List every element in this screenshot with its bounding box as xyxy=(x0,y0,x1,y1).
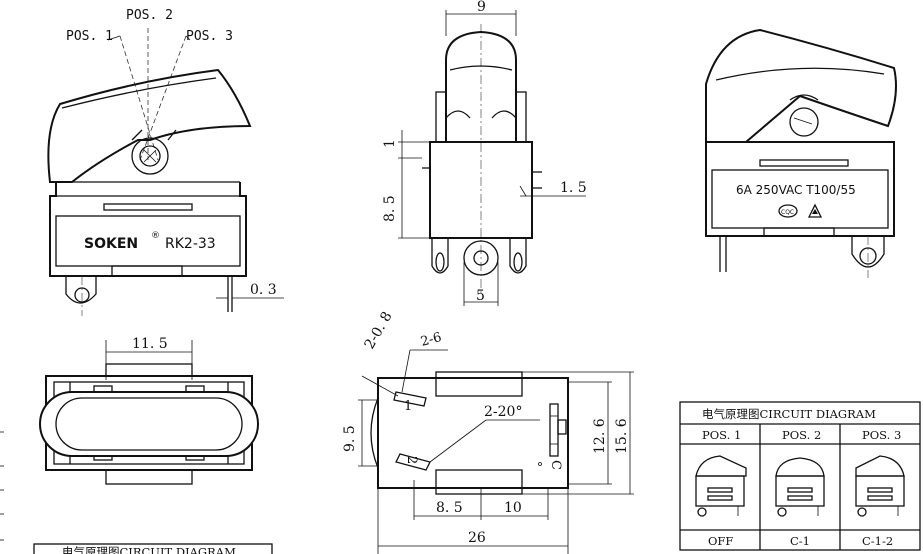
terminal-2-mark: 2 xyxy=(404,456,419,464)
table-footer-off: OFF xyxy=(708,534,733,548)
front-width-dim: 9 xyxy=(477,0,486,15)
table-footer-c12: C-1-2 xyxy=(862,534,893,548)
height-15-6-dim: 15. 6 xyxy=(614,418,630,454)
front-pitch-dim: 5 xyxy=(476,288,485,304)
brand-label: SOKEN xyxy=(84,236,138,252)
model-label: RK2-33 xyxy=(165,236,216,252)
top-view: 11. 5 xyxy=(39,336,259,485)
hole-dim: 2-6 xyxy=(419,330,443,350)
pos-3-label: POS. 3 xyxy=(186,29,233,44)
pitch-10-dim: 10 xyxy=(504,500,522,516)
switch-pos1-icon xyxy=(695,455,747,517)
svg-text:CQC: CQC xyxy=(781,209,794,216)
circuit-table-title: 电气原理图CIRCUIT DIAGRAM xyxy=(702,407,876,421)
front-dim-8-5: 8. 5 xyxy=(382,195,398,222)
left-edge-marks xyxy=(0,431,4,541)
terminal-1-mark: 1 xyxy=(404,399,412,414)
pos-2-label: POS. 2 xyxy=(126,8,173,23)
pitch-8-5-dim: 8. 5 xyxy=(436,500,463,516)
bottom-left-box-title: 电气原理图CIRCUIT DIAGRAM xyxy=(62,545,236,554)
cqc-mark-icon: CQC xyxy=(778,204,798,218)
table-header-pos1: POS. 1 xyxy=(702,428,741,442)
switch-pos3-icon xyxy=(855,455,905,517)
table-header-pos3: POS. 3 xyxy=(862,428,901,442)
overall-26-dim: 26 xyxy=(468,530,486,546)
front-dim-1-5: 1. 5 xyxy=(560,180,587,196)
terminal-c-mark: C xyxy=(548,460,563,470)
switch-pos2-icon xyxy=(775,457,825,517)
registered-mark: ® xyxy=(151,231,160,241)
table-footer-c1: C-1 xyxy=(790,534,810,548)
table-header-pos2: POS. 2 xyxy=(782,428,821,442)
height-12-6-dim: 12. 6 xyxy=(592,418,608,454)
rating-label: 6A 250VAC T100/55 xyxy=(736,183,856,197)
front-view: 9 1 8. 5 1. 5 5 xyxy=(382,0,587,306)
circuit-diagram-table: 电气原理图CIRCUIT DIAGRAM POS. 1 POS. 2 POS. … xyxy=(679,401,921,551)
panel-cutout-view: 1 2 C 2-0. 8 2-6 2-20° 9. 5 12. 6 15. 6 xyxy=(342,309,634,554)
side-view: POS. 1 POS. 2 POS. 3 SOKEN ® RK2-33 0. 3 xyxy=(47,8,284,316)
terminal-thickness-dim: 0. 3 xyxy=(250,282,277,298)
triangle-mark-icon xyxy=(807,203,823,218)
corner-radius-dim: 2-0. 8 xyxy=(362,309,396,352)
angle-dim: 2-20° xyxy=(484,404,522,420)
front-dim-1: 1 xyxy=(382,139,398,148)
bottom-left-circuit-box: 电气原理图CIRCUIT DIAGRAM xyxy=(33,543,273,554)
rating-view: 6A 250VAC T100/55 CQC xyxy=(705,28,897,278)
top-view-dim: 11. 5 xyxy=(132,336,168,352)
height-9-5-dim: 9. 5 xyxy=(342,425,358,452)
pos-1-label: POS. 1 xyxy=(66,29,113,44)
